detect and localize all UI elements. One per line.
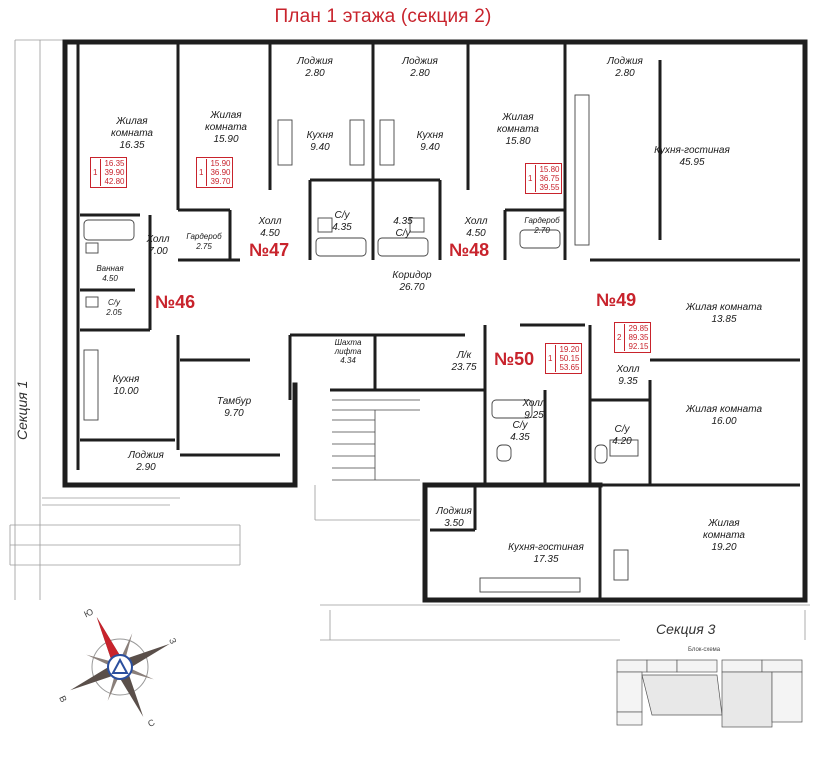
- block-scheme-title: Блок-схема: [688, 647, 721, 653]
- plan-title: План 1 этажа (секция 2): [274, 6, 492, 27]
- apartment-number: №48: [449, 240, 490, 260]
- section-label-left: Секция 1: [14, 380, 30, 440]
- apartment-number: №46: [155, 292, 196, 312]
- apartment-number: №49: [596, 290, 637, 310]
- compass-icon: [70, 617, 170, 717]
- apartment-number: №47: [249, 240, 290, 260]
- section-label-bottom: Секция 3: [656, 621, 716, 637]
- block-scheme-diagram: [616, 659, 803, 728]
- apartment-number: №50: [494, 349, 535, 369]
